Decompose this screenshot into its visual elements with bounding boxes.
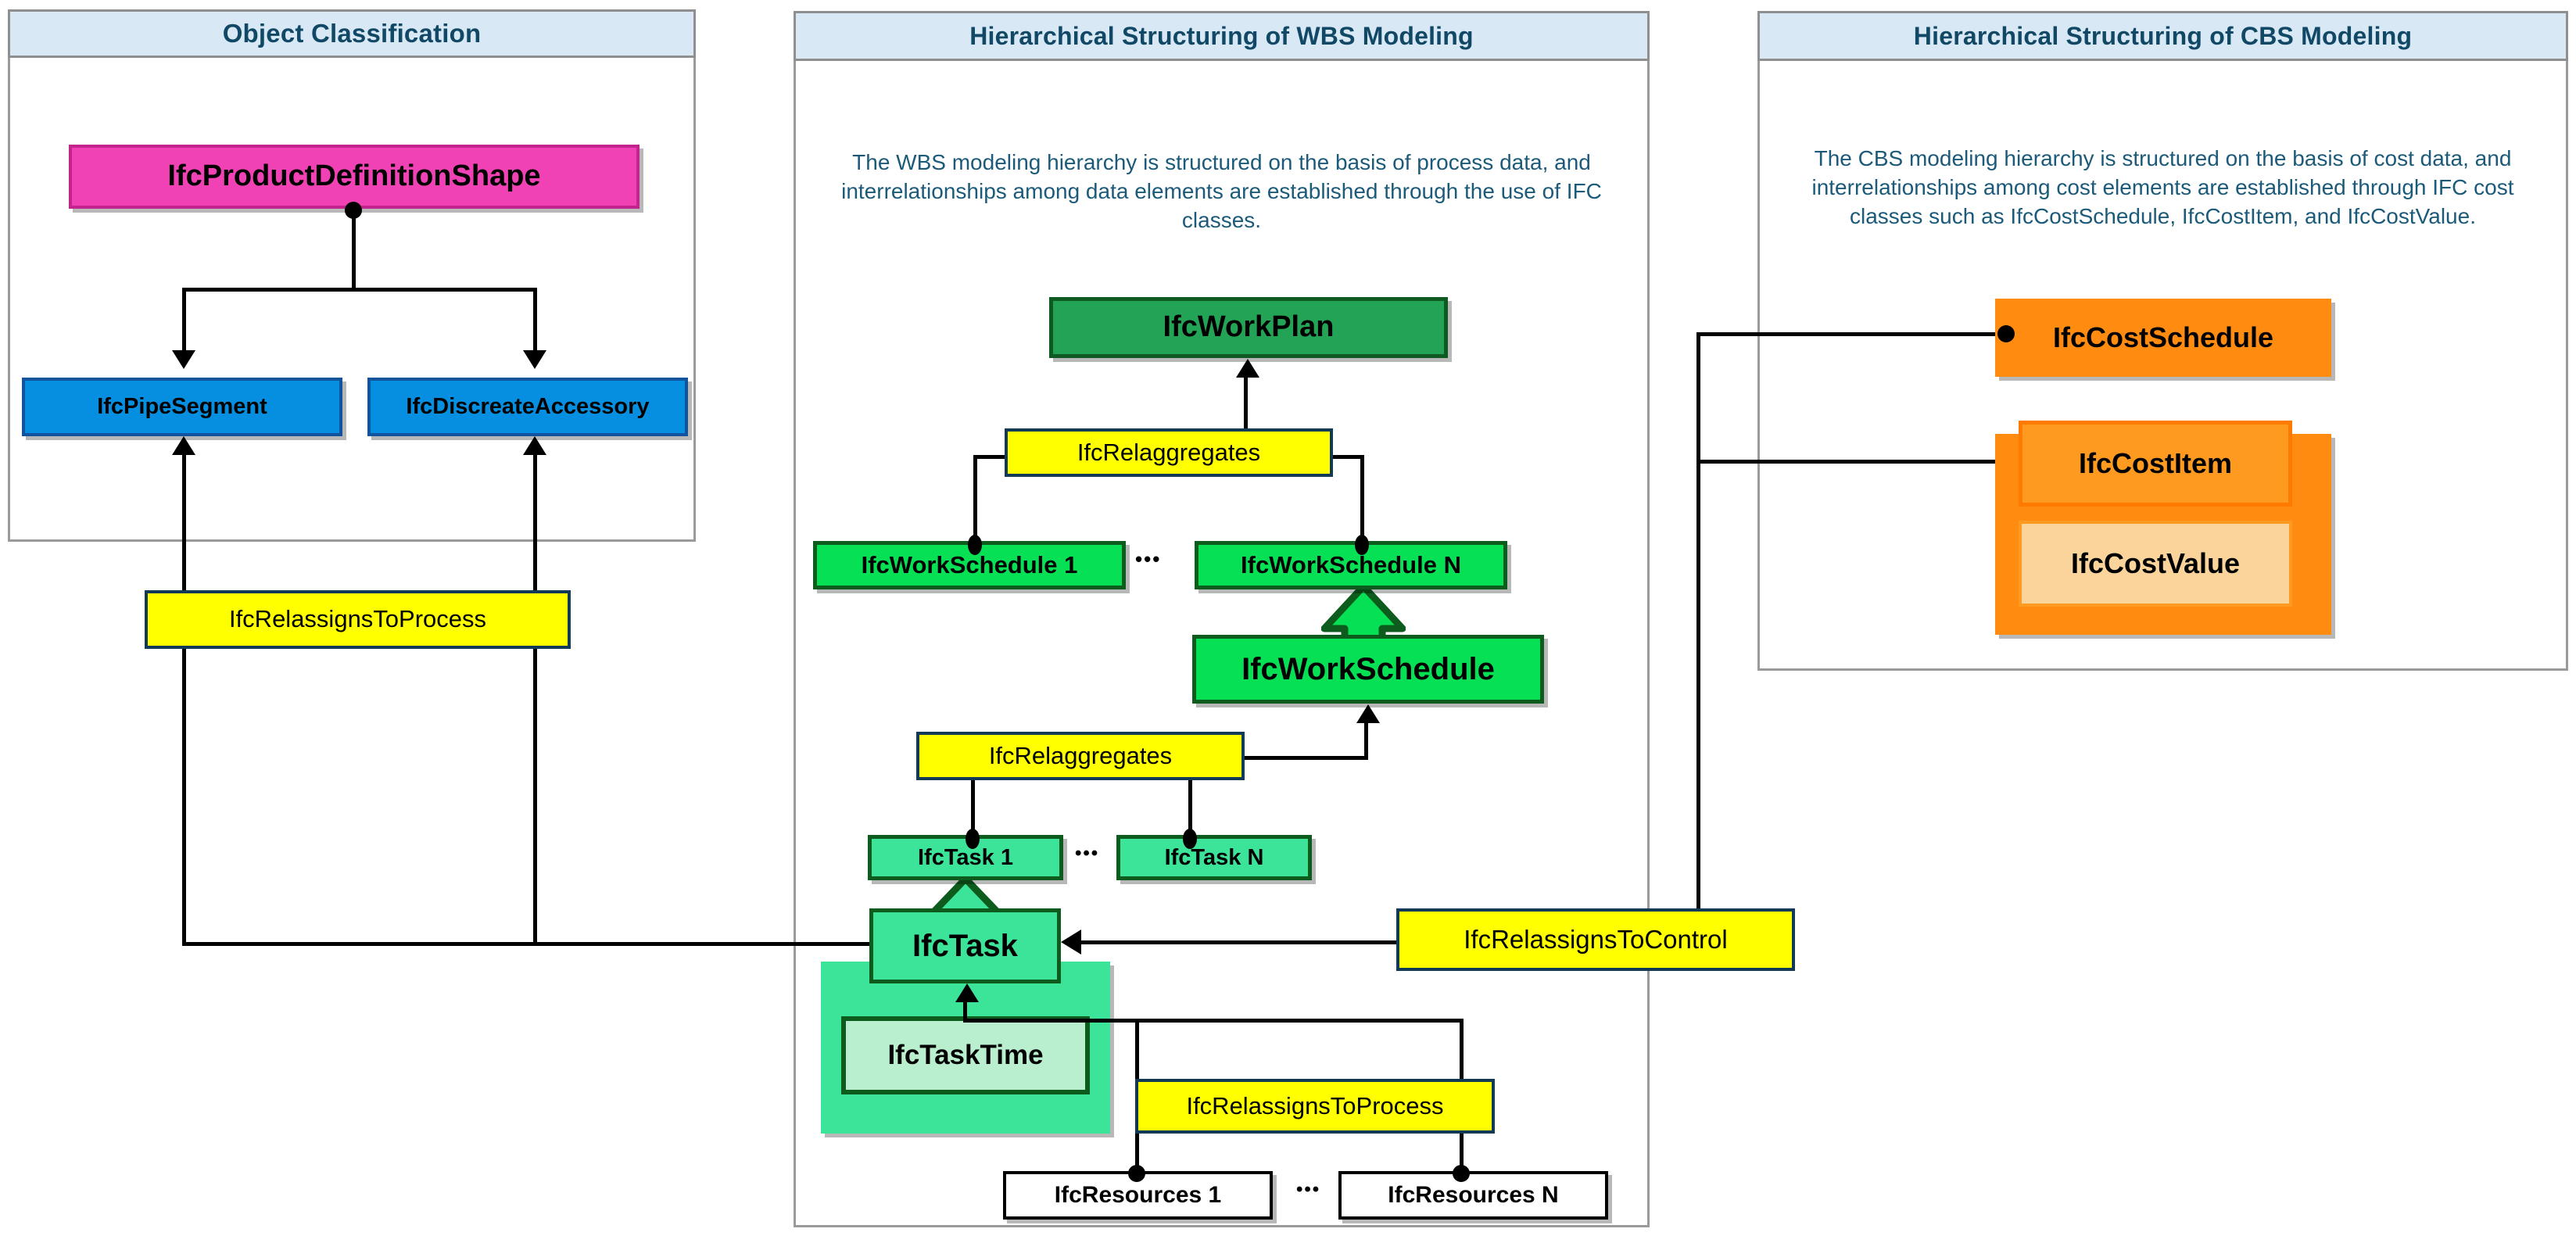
- ellipsis-task: •••: [1075, 843, 1100, 864]
- node-label: IfcRelassignsToProcess: [228, 605, 487, 633]
- node-ifc-relaggregates-top[interactable]: IfcRelaggregates: [1005, 428, 1333, 477]
- connector-control-to-cost-schedule: [1696, 332, 2005, 336]
- node-ifc-cost-value[interactable]: IfcCostValue: [2019, 521, 2292, 607]
- node-ifc-relassigns-to-control[interactable]: IfcRelassignsToControl: [1396, 908, 1795, 971]
- node-ifc-pipe-segment[interactable]: IfcPipeSegment: [22, 378, 342, 436]
- connector-dot-task1: [966, 829, 980, 849]
- connector-relagg-top-left-h: [973, 455, 1009, 459]
- connector-pds-left-branch: [182, 288, 186, 353]
- node-ifc-work-schedule-1[interactable]: IfcWorkSchedule 1: [813, 541, 1126, 589]
- arrow-up-work-schedule: [1356, 704, 1380, 723]
- connector-pds-down: [352, 210, 356, 289]
- node-label: IfcWorkSchedule N: [1241, 550, 1461, 579]
- connector-proc-to-resn: [1460, 1132, 1464, 1173]
- node-label: IfcWorkPlan: [1163, 310, 1335, 344]
- node-ifc-task-1[interactable]: IfcTask 1: [868, 835, 1063, 880]
- node-label: IfcRelassignsToProcess: [1186, 1091, 1444, 1119]
- node-ifc-relassigns-to-process-mid[interactable]: IfcRelassignsToProcess: [1135, 1079, 1495, 1134]
- connector-up-to-pipe-segment: [182, 453, 186, 594]
- node-ifc-relaggregates-mid[interactable]: IfcRelaggregates: [916, 732, 1245, 780]
- panel-object-classification: [8, 53, 696, 542]
- connector-dot-cost-schedule: [1997, 325, 2015, 342]
- node-label: IfcTaskTime: [887, 1039, 1044, 1070]
- node-label: IfcTask: [912, 929, 1018, 963]
- node-ifc-work-plan[interactable]: IfcWorkPlan: [1049, 297, 1448, 358]
- node-ifc-resources-n[interactable]: IfcResources N: [1338, 1171, 1608, 1220]
- connector-relagg-mid-to-ws-h: [1244, 756, 1368, 760]
- node-ifc-product-definition-shape[interactable]: IfcProductDefinitionShape: [69, 145, 640, 209]
- connector-left-leg-down: [182, 647, 186, 946]
- node-ifc-work-schedule[interactable]: IfcWorkSchedule: [1192, 635, 1544, 704]
- node-label: IfcWorkSchedule 1: [861, 550, 1078, 579]
- node-label: IfcWorkSchedule: [1241, 652, 1495, 686]
- connector-relagg-top-left-v: [973, 455, 977, 539]
- node-label: IfcResources 1: [1054, 1182, 1222, 1209]
- panel-wbs-modeling-description: The WBS modeling hierarchy is structured…: [841, 150, 1602, 232]
- connector-dot-wsn: [1355, 535, 1369, 555]
- connector-pds-split: [182, 288, 537, 292]
- node-label: IfcProductDefinitionShape: [167, 159, 541, 193]
- node-label: IfcRelassignsToControl: [1464, 924, 1728, 954]
- node-ifc-work-schedule-n[interactable]: IfcWorkSchedule N: [1195, 541, 1507, 589]
- arrow-up-into-task: [955, 983, 979, 1002]
- node-label: IfcRelaggregates: [1077, 438, 1261, 466]
- connector-relagg-mid-to-ws-v: [1364, 722, 1368, 760]
- connector-proc-right-v: [1460, 1019, 1464, 1081]
- arrow-up-pipe-segment: [172, 436, 195, 455]
- node-ifc-task[interactable]: IfcTask: [869, 908, 1061, 983]
- node-label: IfcCostItem: [2078, 447, 2233, 480]
- panel-object-classification-header: Object Classification: [8, 9, 696, 58]
- node-label: IfcRelaggregates: [988, 741, 1173, 769]
- connector-dot-ws1: [968, 535, 982, 555]
- connector-dot-taskn: [1183, 829, 1197, 849]
- connector-control-riser: [1696, 332, 1700, 911]
- node-ifc-task-time[interactable]: IfcTaskTime: [841, 1016, 1090, 1094]
- panel-object-classification-title: Object Classification: [222, 19, 482, 48]
- node-ifc-cost-item[interactable]: IfcCostItem: [2019, 421, 2292, 507]
- panel-cbs-modeling-description: The CBS modeling hierarchy is structured…: [1811, 146, 2514, 228]
- connector-control-to-cost-item: [1696, 460, 2029, 464]
- node-ifc-discreate-accessory[interactable]: IfcDiscreateAccessory: [367, 378, 688, 436]
- node-label: IfcResources N: [1388, 1182, 1559, 1209]
- arrow-up-discreate-accessory: [523, 436, 546, 455]
- node-label: IfcCostValue: [2070, 547, 2241, 580]
- connector-relagg-top-right-v: [1360, 455, 1364, 539]
- connector-left-to-task: [182, 942, 878, 946]
- node-ifc-task-n[interactable]: IfcTask N: [1116, 835, 1312, 880]
- connector-relagg-top-right-h: [1329, 455, 1364, 459]
- connector-right-leg-down: [533, 647, 537, 946]
- panel-cbs-modeling-header: Hierarchical Structuring of CBS Modeling: [1757, 11, 2568, 61]
- connector-pds-right-branch: [533, 288, 537, 353]
- connector-up-to-discreate-accessory: [533, 453, 537, 594]
- connector-relagg-mid-left-v: [971, 779, 975, 833]
- node-label: IfcPipeSegment: [97, 394, 267, 420]
- node-label: IfcTask 1: [918, 844, 1013, 870]
- connector-proc-to-task-h: [963, 1019, 1464, 1023]
- connector-proc-to-task-v: [963, 1001, 967, 1023]
- connector-proc-to-res1: [1135, 1132, 1139, 1173]
- arrow-left-into-task: [1061, 930, 1081, 955]
- node-label: IfcCostSchedule: [2052, 321, 2274, 354]
- node-ifc-cost-schedule[interactable]: IfcCostSchedule: [1995, 299, 2331, 377]
- panel-cbs-modeling-title: Hierarchical Structuring of CBS Modeling: [1913, 21, 2413, 50]
- node-ifc-relassigns-to-process-left[interactable]: IfcRelassignsToProcess: [145, 590, 571, 649]
- ellipsis-work-schedule: •••: [1135, 547, 1162, 571]
- connector-dot-res1: [1128, 1165, 1145, 1182]
- node-label: IfcDiscreateAccessory: [406, 394, 650, 420]
- panel-wbs-modeling-header: Hierarchical Structuring of WBS Modeling: [794, 11, 1650, 61]
- connector-relagg-mid-right-v: [1188, 779, 1192, 833]
- ellipsis-resources: •••: [1296, 1179, 1321, 1200]
- arrow-to-pipe-segment: [172, 350, 195, 369]
- panel-wbs-modeling-title: Hierarchical Structuring of WBS Modeling: [969, 21, 1474, 50]
- connector-dot-pds: [345, 202, 362, 219]
- connector-dot-resn: [1453, 1165, 1470, 1182]
- connector-relaggregates-to-workplan: [1244, 376, 1248, 429]
- arrow-to-discreate-accessory: [523, 350, 546, 369]
- connector-control-to-task: [1081, 940, 1396, 944]
- arrow-up-work-plan: [1236, 359, 1259, 378]
- connector-proc-left-v: [1135, 1019, 1139, 1081]
- node-label: IfcTask N: [1164, 844, 1264, 870]
